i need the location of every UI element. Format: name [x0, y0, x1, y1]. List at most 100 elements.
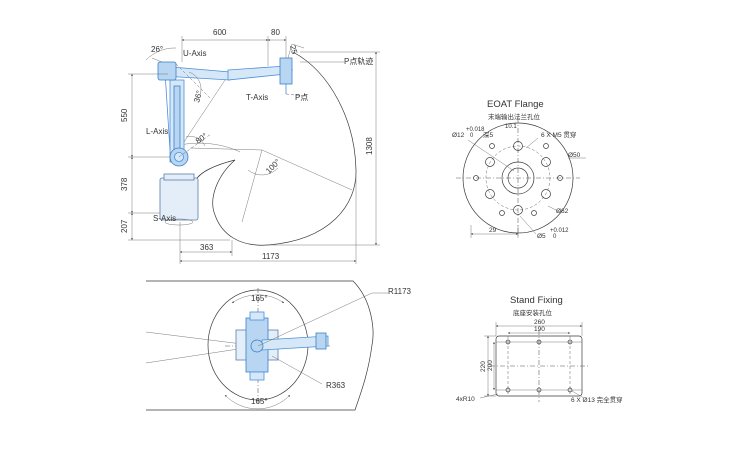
hole-12-tol-upper: +0.018 — [466, 127, 485, 133]
sector-line — [189, 147, 263, 151]
dim-550: 550 — [120, 108, 129, 122]
l-axis-swing-guide — [178, 133, 212, 158]
pin-hole — [499, 210, 505, 216]
pin-hole — [557, 175, 563, 181]
l-axis-label: L-Axis — [146, 127, 168, 136]
angle-bottom: 165° — [251, 397, 268, 406]
dim-363: 363 — [200, 243, 214, 252]
depth-5: 深5 — [483, 130, 494, 139]
mount-hole — [505, 339, 511, 345]
radius-1173: R1173 — [388, 287, 412, 296]
dim-207: 207 — [120, 219, 129, 233]
u-axis-swing-guide — [175, 63, 211, 99]
m5-holes: 6 X M5 贯穿 — [541, 130, 576, 139]
s-axis-label: S-Axis — [153, 214, 176, 223]
angle-26: 26° — [151, 45, 163, 54]
u-axis-joint — [157, 61, 177, 81]
mount-hole — [567, 339, 573, 345]
leader-holes — [571, 390, 585, 399]
angle-36: 36° — [192, 89, 204, 103]
top-view: R1173 R363 165° 165° — [145, 280, 412, 411]
wrist-t-axis — [279, 57, 293, 85]
dim-25: 25 — [288, 44, 299, 55]
hole-12-tol-lower: 0 — [470, 133, 474, 139]
p-point-trajectory — [195, 51, 357, 246]
eoat-flange: EOAT Flange 末端输出法兰孔位 Ø12 +0.018 0 — [452, 99, 586, 240]
dim-1173: 1173 — [262, 252, 280, 261]
dim-378: 378 — [120, 177, 129, 191]
dim-260: 260 — [534, 319, 545, 326]
sector-line — [261, 149, 353, 191]
d62: Ø62 — [556, 208, 569, 215]
base-flange — [163, 173, 195, 181]
mount-hole — [536, 387, 542, 393]
angle-arc-80 — [185, 136, 206, 147]
pin-hole — [543, 143, 549, 149]
angle-arc-36 — [188, 71, 202, 96]
p-track-label: P点轨迹 — [344, 56, 373, 66]
forearm — [227, 65, 287, 81]
dim-200: 200 — [487, 360, 494, 371]
radius-363: R363 — [326, 381, 346, 390]
flange-subtitle: 末端输出法兰孔位 — [488, 112, 541, 121]
lower-arm-rod — [164, 71, 171, 151]
stand-title: Stand Fixing — [510, 295, 563, 306]
dim-29: 29 — [489, 227, 497, 234]
mount-hole — [536, 339, 542, 345]
d50: Ø50 — [568, 152, 581, 159]
flange-title: EOAT Flange — [487, 99, 544, 110]
hole-12: Ø12 — [452, 132, 465, 139]
leader-62 — [547, 205, 561, 213]
mount-holes: 6 X Ø13 完全贯穿 — [571, 395, 623, 404]
u-axis-label: U-Axis — [183, 49, 207, 58]
side-view: 600 80 25 26° U-Axis 36° T-Axis P点 P点轨迹 … — [120, 28, 380, 264]
pin-hole — [531, 210, 537, 216]
angle-arc-bottom — [224, 394, 291, 410]
dim-600: 600 — [213, 28, 227, 37]
pin-hole — [473, 175, 479, 181]
stand-subtitle: 底座安装孔位 — [513, 308, 553, 317]
s-axis-rotation-mark — [164, 218, 194, 226]
reach-arc-inner — [179, 142, 241, 153]
hole-5-tol-upper: +0.012 — [550, 228, 569, 234]
leader-5 — [519, 215, 537, 235]
m5-hole — [541, 189, 551, 199]
leader-corner — [479, 393, 499, 399]
angle-top: 165° — [251, 294, 268, 303]
hole-5: Ø5 — [537, 233, 546, 240]
mount-hole — [505, 387, 511, 393]
m5-hole — [485, 189, 495, 199]
sector-line — [241, 149, 263, 223]
radius-leader-1173 — [257, 292, 373, 347]
stand-fixing: Stand Fixing 底座安装孔位 260 190 220 200 4xR1… — [456, 295, 623, 404]
dim-220: 220 — [480, 361, 487, 372]
angle-100: 100° — [264, 157, 282, 175]
dim-10: 10.1 — [505, 124, 517, 130]
t-axis-label: T-Axis — [246, 93, 268, 102]
reach-outline-outer — [146, 280, 374, 411]
angle-25-leg — [287, 43, 305, 59]
lower-arm-core — [173, 85, 181, 157]
angle-arc-100 — [247, 167, 279, 176]
hole-5-tol-lower: 0 — [553, 234, 557, 240]
p-point-label: P点 — [295, 93, 308, 102]
m5-hole — [513, 141, 523, 151]
mount-hole — [567, 387, 573, 393]
dim-1308: 1308 — [365, 137, 374, 155]
leader-12 — [467, 139, 515, 172]
top-joint — [250, 339, 264, 353]
dim-80: 80 — [271, 28, 280, 37]
p-point-leader — [285, 93, 305, 97]
m5-hole — [485, 157, 495, 167]
pin-hole — [489, 143, 495, 149]
dim-190: 190 — [534, 326, 545, 333]
m5-hole — [541, 157, 551, 167]
angle-arc-top — [231, 294, 285, 304]
radius-leader-363 — [271, 355, 323, 385]
leader-m5 — [525, 137, 539, 149]
corner-radius: 4xR10 — [456, 396, 475, 403]
top-arm-cap-bottom — [249, 371, 265, 381]
m5-hole — [513, 205, 523, 215]
top-wrist — [315, 332, 327, 350]
